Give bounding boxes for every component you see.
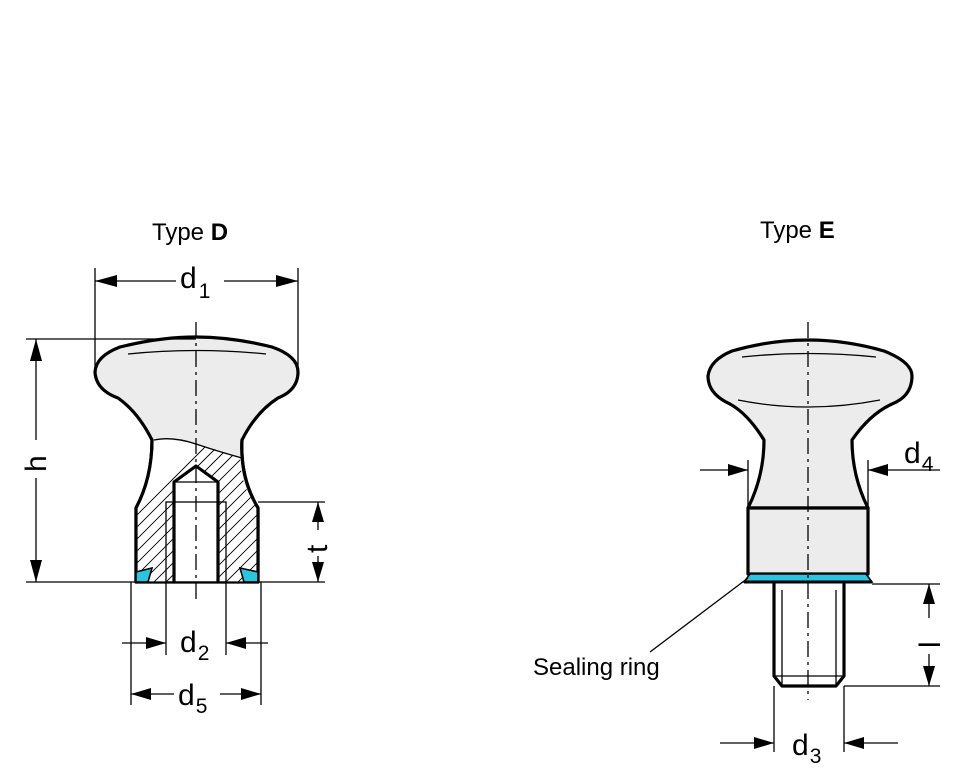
type-d-h-label: h bbox=[20, 455, 53, 472]
type-d-t-label: t bbox=[301, 544, 334, 553]
type-d-d5-label: d5 bbox=[178, 679, 207, 718]
type-e-threaded-stud bbox=[772, 582, 846, 688]
type-d-right-side bbox=[240, 438, 260, 584]
sealing-ring-label: Sealing ring bbox=[533, 654, 660, 681]
type-e-d3-label: d3 bbox=[792, 729, 821, 768]
type-e-shoulder-line bbox=[737, 399, 881, 408]
type-e-title: Type E bbox=[760, 217, 835, 244]
type-d-left-side bbox=[134, 438, 154, 584]
type-e-knob-head bbox=[706, 338, 914, 510]
type-d-top-line bbox=[127, 349, 267, 355]
type-d-drawing: Type D bbox=[20, 219, 334, 718]
type-d-title: Type D bbox=[152, 219, 228, 246]
type-d-d2-label: d2 bbox=[180, 626, 209, 665]
type-e-l-label: l bbox=[914, 641, 947, 648]
type-e-drawing: Type E d4 l bbox=[533, 217, 947, 768]
type-e-d4-label: d4 bbox=[904, 437, 934, 476]
type-d-d1-label: d1 bbox=[180, 262, 210, 303]
sealing-ring-leader bbox=[649, 577, 749, 653]
type-d-bore bbox=[172, 464, 220, 584]
